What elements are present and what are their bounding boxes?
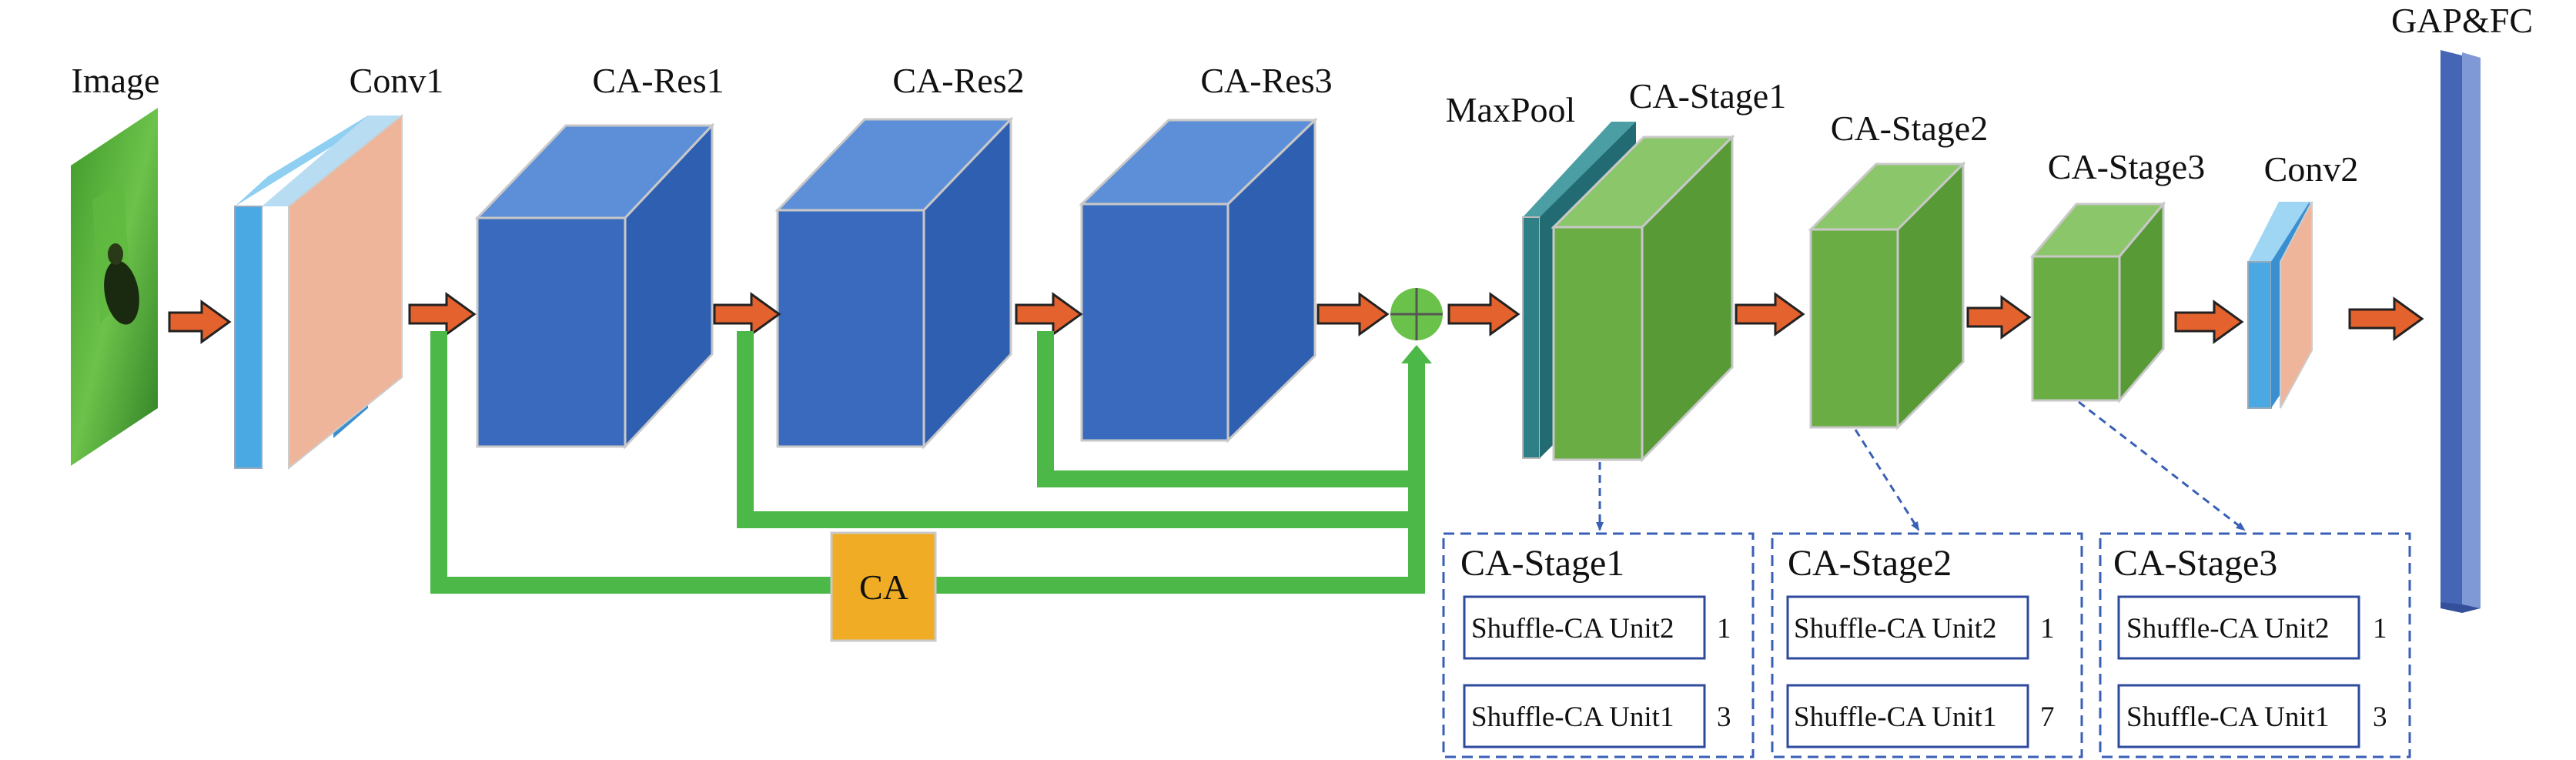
unit-box [2117, 684, 2360, 748]
arrow-res2-res3 [1015, 292, 1083, 336]
conv1-block [234, 113, 403, 470]
stage2-detail-title: CA-Stage2 [1788, 543, 1952, 584]
arrow-stage3-conv2 [2174, 300, 2244, 344]
arrow-res1-res2 [713, 292, 781, 336]
unit-box [1463, 684, 1706, 748]
stage2-unit1-count: 7 [2040, 701, 2055, 733]
stage2-unit1-name: Shuffle-CA Unit1 [1794, 701, 1996, 733]
forward-arrows [168, 292, 2424, 344]
label-ca-stage3: CA-Stage3 [2048, 147, 2205, 186]
label-gap-fc: GAP&FC [2391, 1, 2533, 40]
label-ca: CA [859, 567, 908, 607]
conv2-block [2247, 201, 2313, 409]
stage3-unit2-count: 1 [2373, 613, 2387, 644]
skip-path-res2 [1037, 331, 1417, 487]
arrow-sum-maxpool [1447, 292, 1521, 336]
ca-res2-block [774, 116, 1014, 450]
stage3-unit1-count: 3 [2373, 701, 2387, 733]
stage1-detail-title: CA-Stage1 [1460, 543, 1624, 584]
stage-detail-text: CA-Stage1 Shuffle-CA Unit2 1 Shuffle-CA … [1460, 543, 2387, 733]
arrow-image-conv1 [168, 300, 232, 344]
unit-box [1786, 684, 2029, 748]
stage1-detail-box [1442, 532, 1755, 758]
stage1-unit1-name: Shuffle-CA Unit1 [1471, 701, 1674, 733]
unit-box [1463, 595, 1706, 660]
stage3-detail-title: CA-Stage3 [2113, 543, 2277, 584]
label-ca-res3: CA-Res3 [1200, 61, 1332, 100]
label-ca-res1: CA-Res1 [592, 61, 724, 100]
ca-module [830, 531, 937, 642]
stage2-detail-box [1771, 532, 2083, 758]
label-ca-res2: CA-Res2 [892, 61, 1024, 100]
skip-path-res1 [737, 331, 1417, 528]
label-conv2: Conv2 [2264, 149, 2359, 189]
ca-stage2-block [1808, 161, 1966, 430]
connector-stage3 [2078, 400, 2246, 531]
arrow-res3-sum [1316, 292, 1390, 336]
stage1-unit1-count: 3 [1717, 701, 1731, 733]
arrow-conv2-gapfc [2348, 296, 2424, 341]
sum-node [1390, 288, 1443, 340]
stage3-unit2-name: Shuffle-CA Unit2 [2126, 613, 2329, 644]
unit-box [2117, 595, 2360, 660]
stage2-unit2-name: Shuffle-CA Unit2 [1794, 613, 1996, 644]
skip-arrowhead [1401, 345, 1432, 363]
input-image [71, 108, 158, 466]
label-ca-stage2: CA-Stage2 [1831, 109, 1988, 148]
ca-stage1-block [1551, 134, 1735, 463]
ca-stage3-block [2029, 200, 2166, 404]
stage1-unit2-name: Shuffle-CA Unit2 [1471, 613, 1674, 644]
label-maxpool: MaxPool [1446, 90, 1576, 129]
stage3-unit1-name: Shuffle-CA Unit1 [2126, 701, 2329, 733]
arrow-stage2-stage3 [1966, 295, 2032, 340]
stage-detail-boxes [1442, 532, 2411, 758]
stage3-detail-box [2099, 532, 2411, 758]
detail-connectors [1596, 400, 2246, 531]
label-ca-stage1: CA-Stage1 [1629, 76, 1786, 116]
connector-stage2 [1854, 429, 1920, 531]
ca-res1-block [474, 122, 715, 450]
block-labels: Image Conv1 CA-Res1 CA-Res2 CA-Res3 MaxP… [72, 1, 2534, 607]
stage2-unit2-count: 1 [2040, 613, 2055, 644]
gap-fc-bar [2441, 50, 2481, 613]
ca-res3-block [1079, 117, 1318, 444]
label-image: Image [72, 61, 160, 100]
stage1-unit2-count: 1 [1717, 613, 1731, 644]
label-conv1: Conv1 [350, 61, 444, 100]
unit-box [1786, 595, 2029, 660]
arrow-stage1-stage2 [1735, 292, 1805, 336]
arrow-conv1-res1 [408, 292, 477, 336]
